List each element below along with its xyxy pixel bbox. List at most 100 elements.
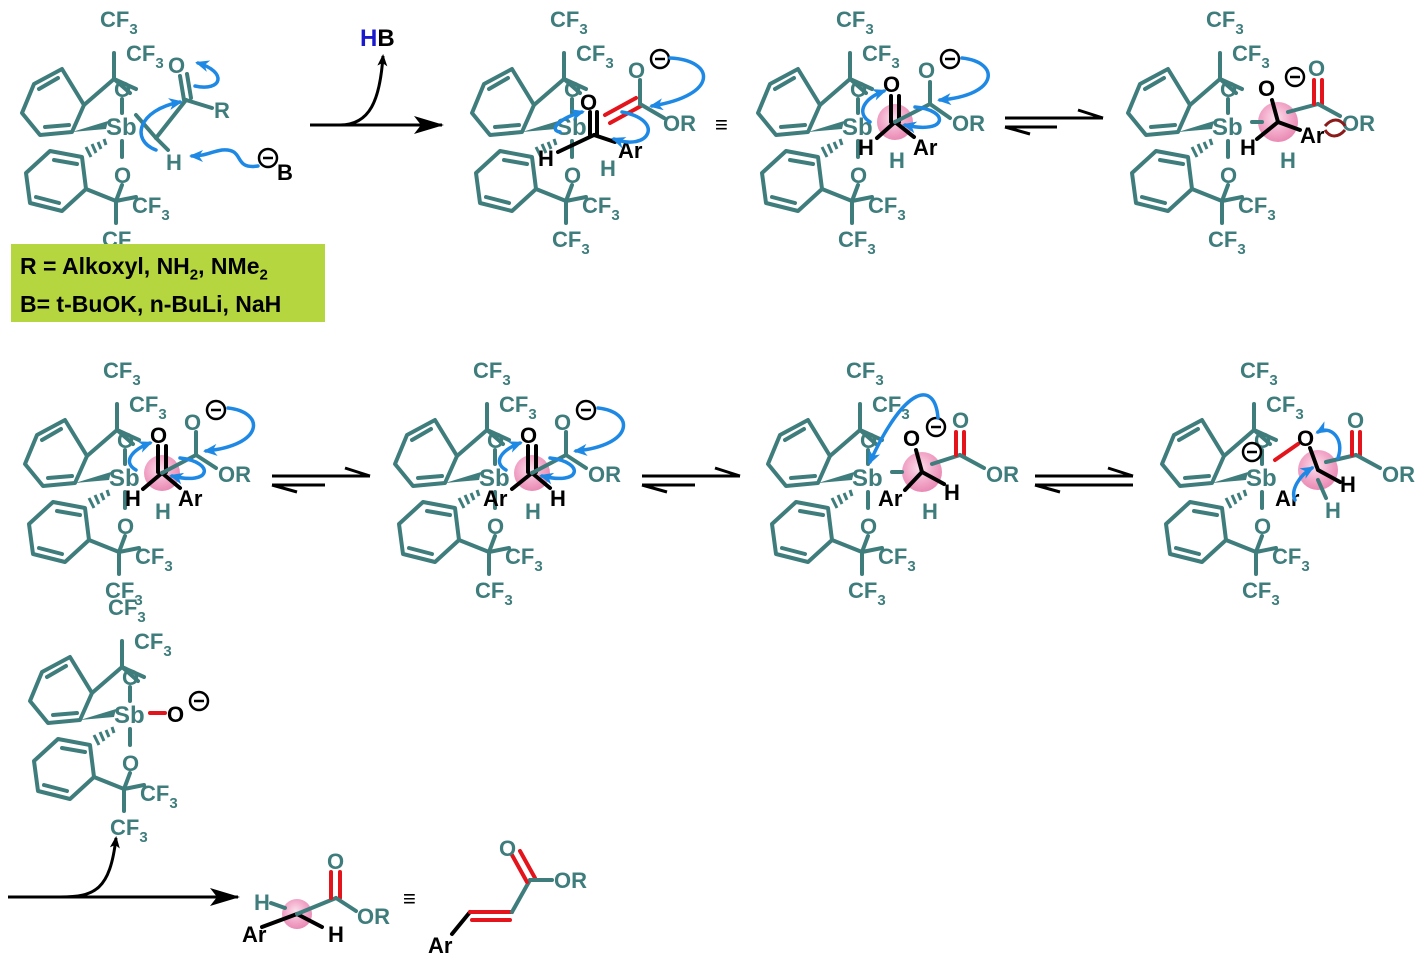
oxygen-upper: O	[117, 428, 134, 453]
cf3-label: CF3	[134, 629, 172, 660]
equilibrium-arrow-1	[1004, 108, 1104, 136]
svg-text:O: O	[1347, 408, 1364, 433]
svg-text:OR: OR	[986, 462, 1019, 487]
product-alkene: H Ar H O OR	[242, 849, 390, 947]
equivalence-sign-2: ≡	[403, 886, 416, 911]
svg-text:Ar: Ar	[483, 486, 508, 511]
svg-text:O: O	[1308, 56, 1325, 81]
oxygen-lower: O	[1220, 163, 1237, 188]
svg-text:O: O	[903, 426, 920, 451]
oxygen-lower: O	[114, 163, 131, 188]
svg-text:Ar: Ar	[178, 486, 203, 511]
cf3-label: CF3	[499, 392, 537, 423]
byproduct-hb: HB	[360, 25, 395, 52]
svg-text:Ar: Ar	[913, 135, 938, 160]
cf3-label: CF3	[1266, 392, 1304, 423]
svg-text:H: H	[525, 499, 541, 524]
note-line-b: B= t-BuOK, n-BuLi, NaH	[20, 290, 282, 317]
equilibrium-arrow-4	[1034, 466, 1134, 494]
sb-atom: Sb	[1212, 114, 1243, 141]
svg-text:H: H	[1280, 148, 1296, 173]
svg-text:O: O	[580, 90, 597, 115]
cf3-label: CF3	[1208, 227, 1246, 258]
note-line-r: R = Alkoxyl, NH2, NMe2	[20, 253, 268, 284]
svg-text:H: H	[889, 148, 905, 173]
sb-atom: Sb	[556, 114, 587, 141]
svg-text:O: O	[1258, 76, 1275, 101]
svg-text:H: H	[125, 486, 141, 511]
svg-text:O: O	[150, 423, 167, 448]
sb-atom: Sb	[114, 702, 145, 729]
svg-text:Ar: Ar	[878, 486, 903, 511]
conditions-note: R = Alkoxyl, NH2, NMe2 B= t-BuOK, n-BuLi…	[11, 244, 325, 322]
svg-text:OR: OR	[1382, 462, 1415, 487]
cf3-label: CF3	[129, 392, 167, 423]
oxygen-upper: O	[122, 665, 139, 690]
svg-text:H: H	[1325, 498, 1341, 523]
oxygen-upper: O	[487, 428, 504, 453]
svg-text:B: B	[277, 160, 293, 185]
cf3-label: CF3	[103, 358, 141, 389]
sb-atom: Sb	[106, 114, 137, 141]
svg-text:R: R	[214, 98, 230, 123]
cf3-label: CF3	[836, 7, 874, 38]
oxygen-lower: O	[1254, 514, 1271, 539]
svg-text:O: O	[952, 408, 969, 433]
cf3-label: CF3	[868, 193, 906, 224]
svg-text:Ar: Ar	[1300, 123, 1325, 148]
svg-text:O: O	[883, 72, 900, 97]
svg-text:H: H	[538, 146, 554, 171]
svg-text:O: O	[327, 849, 344, 874]
oxygen-lower: O	[564, 163, 581, 188]
oxygen-upper: O	[860, 428, 877, 453]
svg-text:OR: OR	[554, 868, 587, 893]
svg-text:O: O	[1297, 426, 1314, 451]
cf3-label: CF3	[1272, 544, 1310, 575]
svg-text:O: O	[499, 836, 516, 861]
svg-text:O: O	[918, 58, 935, 83]
structure-row2-alkoxide: O Ar H H O OR	[868, 393, 1019, 524]
equilibrium-arrow-2	[271, 466, 371, 494]
svg-text:Ar: Ar	[428, 933, 453, 958]
cf3-label: CF3	[505, 544, 543, 575]
svg-text:H: H	[1240, 135, 1256, 160]
oxygen-lower: O	[487, 514, 504, 539]
cf3-label: CF3	[1232, 41, 1270, 72]
svg-text:OR: OR	[588, 462, 621, 487]
cf3-label: CF3	[135, 544, 173, 575]
cf3-label: CF3	[846, 358, 884, 389]
structure-enolate-complex: O H Ar H O OR	[538, 48, 706, 181]
sb-atom: Sb	[852, 465, 883, 492]
svg-text:H: H	[858, 135, 874, 160]
cf3-label: CF3	[108, 595, 146, 626]
svg-text:O: O	[628, 58, 645, 83]
oxygen-lower: O	[860, 514, 877, 539]
sb-oxide-byproduct: O	[148, 690, 210, 727]
cf3-label: CF3	[550, 7, 588, 38]
cf3-label: CF3	[473, 358, 511, 389]
cf3-label: CF3	[475, 578, 513, 609]
reaction-arrow-1: HB	[310, 25, 444, 134]
oxygen-upper: O	[564, 77, 581, 102]
svg-text:O: O	[554, 410, 571, 435]
svg-text:H: H	[155, 499, 171, 524]
oxygen-upper: O	[850, 77, 867, 102]
oxygen-lower: O	[117, 514, 134, 539]
cf3-label: CF3	[105, 578, 143, 609]
structure-row2-2: O Ar H H O OR	[483, 399, 626, 524]
svg-text:OR: OR	[357, 904, 390, 929]
structure-aldol-alkoxide: O H Ar H O OR	[1240, 56, 1375, 173]
svg-text:OR: OR	[952, 111, 985, 136]
oxygen-lower: O	[122, 751, 139, 776]
equivalence-sign-1: ≡	[715, 112, 728, 137]
structure-row2-ate: O Ar H H O OR	[1241, 408, 1415, 523]
svg-text:H: H	[550, 486, 566, 511]
svg-text:H: H	[944, 480, 960, 505]
